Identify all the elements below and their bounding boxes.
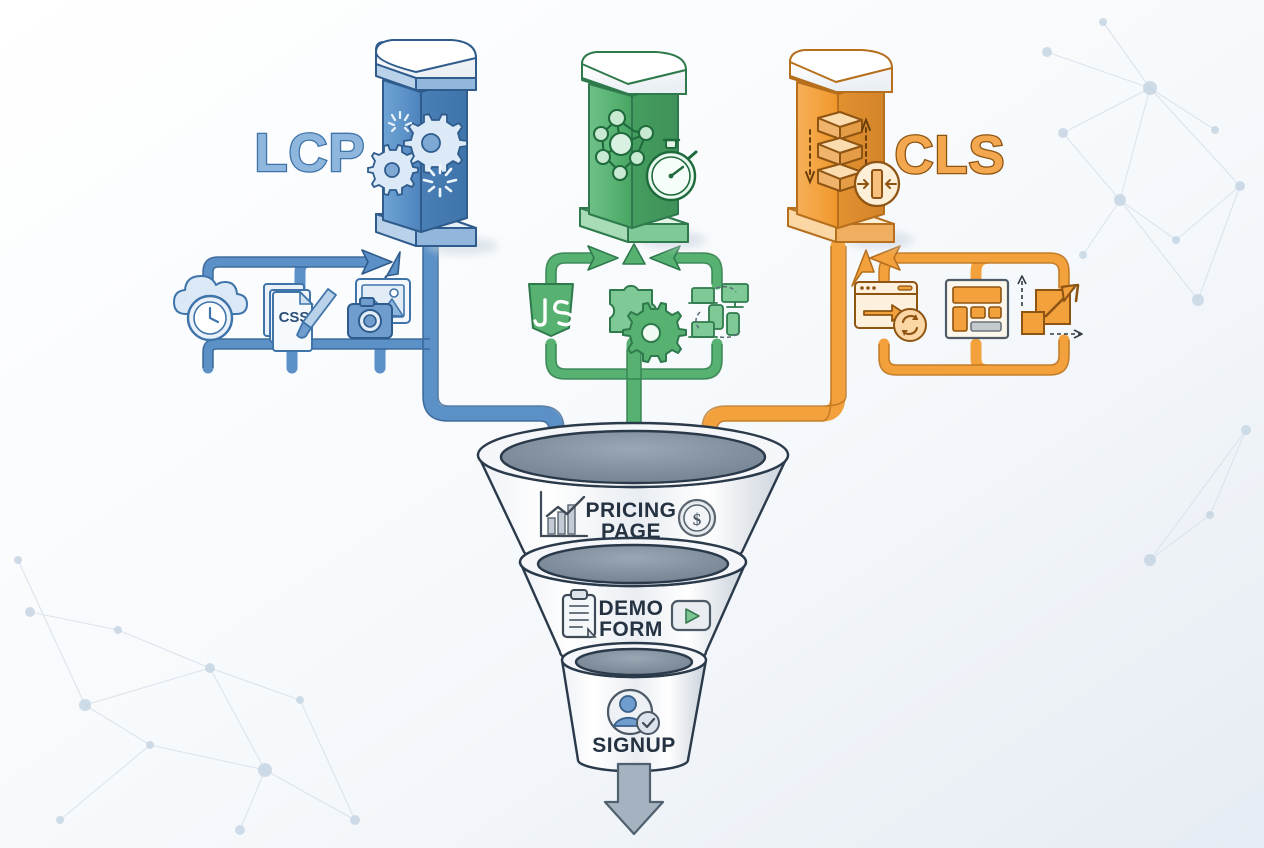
- network-line: [1119, 199, 1199, 301]
- network-line: [29, 611, 119, 631]
- network-line: [1149, 514, 1211, 561]
- fid-input-icons: [528, 283, 749, 363]
- network-dot: [25, 607, 35, 617]
- puzzle-gear-icon[interactable]: [609, 284, 687, 363]
- network-dot: [79, 699, 91, 711]
- stage-label-line1: PRICING: [585, 499, 676, 522]
- network-dot: [205, 663, 215, 673]
- spinner-icon: [422, 163, 458, 198]
- stage-label-line1: SIGNUP: [592, 734, 676, 757]
- network-line: [264, 769, 356, 821]
- css-label: CSS: [279, 309, 310, 326]
- network-dot: [14, 556, 22, 564]
- background-network-lines: [17, 21, 1247, 831]
- resize-expand-icon[interactable]: [1017, 275, 1083, 339]
- network-line: [84, 667, 211, 706]
- cls-feed-arrowheads: [851, 245, 901, 287]
- stage-label-line1: DEMO: [599, 597, 664, 620]
- fid-feed-arrowheads: [587, 243, 681, 271]
- pillar-label-cls: CLS: [895, 125, 1006, 185]
- cls-input-icons: [854, 275, 1083, 342]
- css-files-brush-icon[interactable]: CSS: [263, 283, 337, 352]
- user-check-icon: [606, 688, 660, 736]
- chart-growth-icon: [539, 490, 589, 538]
- background-network-dots: [14, 18, 1251, 835]
- network-line: [1175, 185, 1241, 241]
- pillar-fid[interactable]: [579, 51, 706, 249]
- network-line: [299, 699, 356, 821]
- network-dot: [1241, 425, 1251, 435]
- svg-text:$: $: [693, 510, 702, 529]
- network-line: [84, 704, 151, 746]
- network-dot: [1172, 236, 1180, 244]
- network-dot: [258, 763, 272, 777]
- molecule-network-icon: [592, 108, 655, 182]
- network-line: [1102, 21, 1151, 89]
- network-dot: [1079, 251, 1087, 259]
- network-line: [1197, 185, 1241, 301]
- gear-large-icon: [403, 112, 468, 175]
- network-line: [59, 744, 151, 821]
- network-dot: [296, 696, 304, 704]
- network-dot: [1192, 294, 1204, 306]
- pillar-cls[interactable]: [787, 49, 914, 249]
- spinner-small-icon: [387, 110, 413, 133]
- network-dot: [350, 815, 360, 825]
- cls-pipe-outline: [701, 246, 1070, 442]
- network-line: [1082, 199, 1121, 256]
- network-line: [1062, 132, 1121, 201]
- gear-icon: [622, 302, 687, 363]
- clipboard-form-icon: [561, 589, 597, 639]
- network-line: [1149, 87, 1241, 187]
- stacked-boxes-icon: [817, 111, 863, 192]
- pillar-lcp[interactable]: [367, 39, 498, 255]
- lcp-input-icons: CSS: [173, 275, 411, 352]
- image-camera-icon[interactable]: [347, 278, 411, 339]
- responsive-devices-icon[interactable]: [688, 283, 749, 339]
- pillar-label-lcp: LCP: [255, 123, 366, 183]
- network-dot: [114, 626, 122, 634]
- network-line: [209, 667, 266, 771]
- stage-label-line2: FORM: [599, 618, 663, 641]
- funnel-stage-pricing[interactable]: PRICING PAGE $: [476, 421, 790, 573]
- network-dot: [56, 816, 64, 824]
- network-dot: [1058, 128, 1068, 138]
- network-dot: [1114, 194, 1126, 206]
- browser-reload-icon[interactable]: [854, 281, 927, 342]
- network-dot: [1144, 554, 1156, 566]
- network-dot: [1206, 511, 1214, 519]
- play-video-icon: [670, 599, 712, 632]
- network-line: [1149, 429, 1247, 561]
- javascript-icon[interactable]: [528, 283, 575, 337]
- network-line: [1209, 429, 1247, 516]
- network-dot: [235, 825, 245, 835]
- network-line: [1119, 87, 1151, 201]
- cloud-clock-icon[interactable]: [173, 275, 248, 342]
- dollar-coin-icon: $: [677, 498, 717, 538]
- stopwatch-icon: [645, 138, 698, 202]
- layout-shift-icon: [853, 160, 901, 208]
- funnel-stage-demo[interactable]: DEMO FORM: [518, 536, 748, 670]
- network-dot: [1042, 47, 1052, 57]
- network-line: [209, 667, 301, 701]
- network-line: [1046, 51, 1151, 89]
- network-line: [1149, 87, 1216, 131]
- network-dot: [1143, 81, 1157, 95]
- network-line: [17, 559, 86, 706]
- network-dot: [1099, 18, 1107, 26]
- fid-pipe-outline: [545, 252, 723, 442]
- network-line: [239, 769, 266, 831]
- network-dot: [1235, 181, 1245, 191]
- network-dot: [1211, 126, 1219, 134]
- network-line: [1062, 87, 1151, 134]
- funnel-output-arrow: [603, 762, 665, 836]
- gear-small-icon: [367, 143, 419, 197]
- network-dot: [146, 741, 154, 749]
- network-line: [117, 629, 211, 669]
- network-line: [1119, 199, 1177, 241]
- page-layout-icon[interactable]: [944, 278, 1010, 340]
- funnel-stage-signup[interactable]: SIGNUP: [560, 641, 708, 773]
- network-line: [149, 744, 266, 771]
